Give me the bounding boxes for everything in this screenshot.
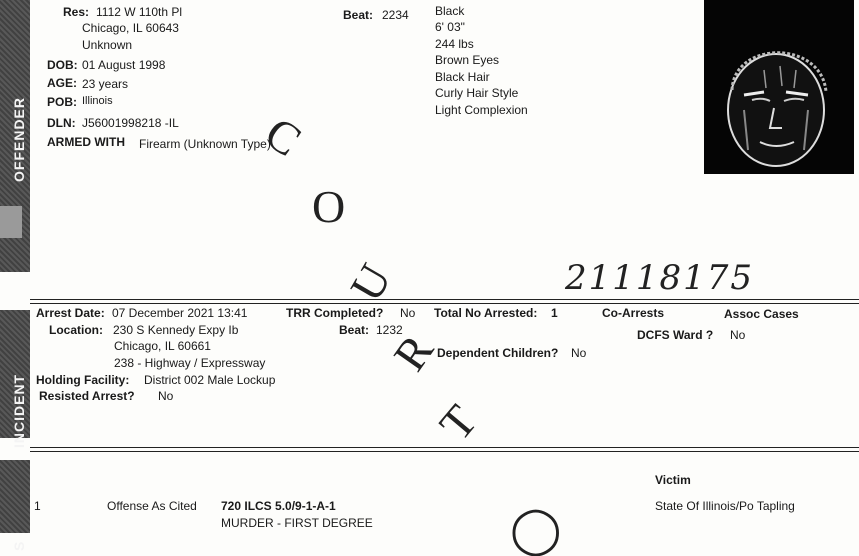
res-line-1: 1112 W 110th Pl: [96, 5, 183, 19]
dob-label: DOB:: [47, 58, 78, 72]
desc-height: 6' 03": [435, 20, 465, 34]
stamp-letter-t: T: [429, 395, 487, 450]
section-divider-2b: [30, 451, 859, 452]
assoc-cases-label: Assoc Cases: [724, 307, 799, 321]
charges-section-label: S: [11, 540, 27, 551]
incident-beat-label: Beat:: [339, 323, 370, 337]
incident-beat-value: 1232: [376, 323, 403, 337]
trr-value: No: [400, 306, 416, 320]
dob-value: 01 August 1998: [82, 58, 166, 72]
stamp-letter-u: U: [340, 255, 402, 310]
location-line-3: 238 - Highway / Expressway: [114, 356, 266, 370]
resisted-arrest-label: Resisted Arrest?: [39, 389, 135, 403]
total-arrested-value: 1: [551, 306, 558, 320]
dln-label: DLN:: [47, 116, 76, 130]
offender-beat-value: 2234: [382, 8, 409, 22]
co-arrests-label: Co-Arrests: [602, 306, 665, 320]
dcfs-ward-value: No: [730, 328, 746, 342]
victim-value: State Of Illinois/Po Tapling: [655, 499, 795, 513]
offender-section-label: OFFENDER: [11, 97, 27, 182]
res-line-3: Unknown: [82, 38, 133, 52]
desc-hair: Black Hair: [435, 70, 490, 84]
location-line-2: Chicago, IL 60661: [114, 339, 211, 353]
offender-beat-label: Beat:: [343, 8, 374, 22]
charge-row-number: 1: [34, 499, 41, 513]
armed-with-label: ARMED WITH: [47, 135, 125, 149]
section-divider-1: [30, 299, 859, 300]
desc-weight: 244 lbs: [435, 37, 474, 51]
desc-hair-style: Curly Hair Style: [435, 86, 519, 100]
dln-value: J56001998218 -IL: [82, 116, 179, 130]
arrest-date-label: Arrest Date:: [36, 306, 105, 320]
desc-eyes: Brown Eyes: [435, 53, 500, 67]
resisted-arrest-value: No: [158, 389, 174, 403]
stamp-letter-c: C: [256, 106, 311, 167]
victim-header: Victim: [655, 473, 691, 487]
section-divider-2: [30, 447, 859, 448]
stamp-letter-o: O: [312, 181, 346, 232]
dcfs-ward-label: DCFS Ward ?: [637, 328, 714, 342]
incident-section-label-bar: INCIDENT: [0, 310, 30, 448]
res-line-2: Chicago, IL 60643: [82, 21, 179, 35]
holding-facility-value: District 002 Male Lockup: [144, 373, 276, 387]
offense-description: MURDER - FIRST DEGREE: [221, 516, 373, 530]
offense-as-cited-label: Offense As Cited: [107, 499, 197, 513]
holding-facility-label: Holding Facility:: [36, 373, 130, 387]
location-label: Location:: [49, 323, 103, 337]
dependent-children-label: Dependent Children?: [437, 346, 559, 360]
age-value: 23 years: [82, 77, 129, 91]
armed-with-value: Firearm (Unknown Type): [139, 137, 271, 151]
age-label: AGE:: [47, 76, 77, 90]
handwritten-case-number: 21118175: [565, 258, 755, 298]
desc-complexion: Light Complexion: [435, 103, 528, 117]
res-label: Res:: [63, 5, 90, 19]
trr-label: TRR Completed?: [286, 306, 384, 320]
offense-code: 720 ILCS 5.0/9-1-A-1: [221, 499, 336, 513]
location-line-1: 230 S Kennedy Expy Ib: [113, 323, 239, 337]
section-divider-1b: [30, 303, 859, 304]
arrest-date-value: 07 December 2021 13:41: [112, 306, 248, 320]
dependent-children-value: No: [571, 346, 587, 360]
incident-section-label: INCIDENT: [11, 373, 27, 448]
page-edge-tab: [0, 206, 22, 238]
total-arrested-label: Total No Arrested:: [434, 306, 538, 320]
pob-label: POB:: [47, 95, 77, 109]
stamp-letter-partial: ◯: [510, 504, 562, 555]
desc-race: Black: [435, 4, 465, 18]
charges-section-label-bar: S: [0, 460, 30, 551]
offender-photo: [704, 0, 854, 174]
pob-value: Illinois: [82, 95, 113, 107]
